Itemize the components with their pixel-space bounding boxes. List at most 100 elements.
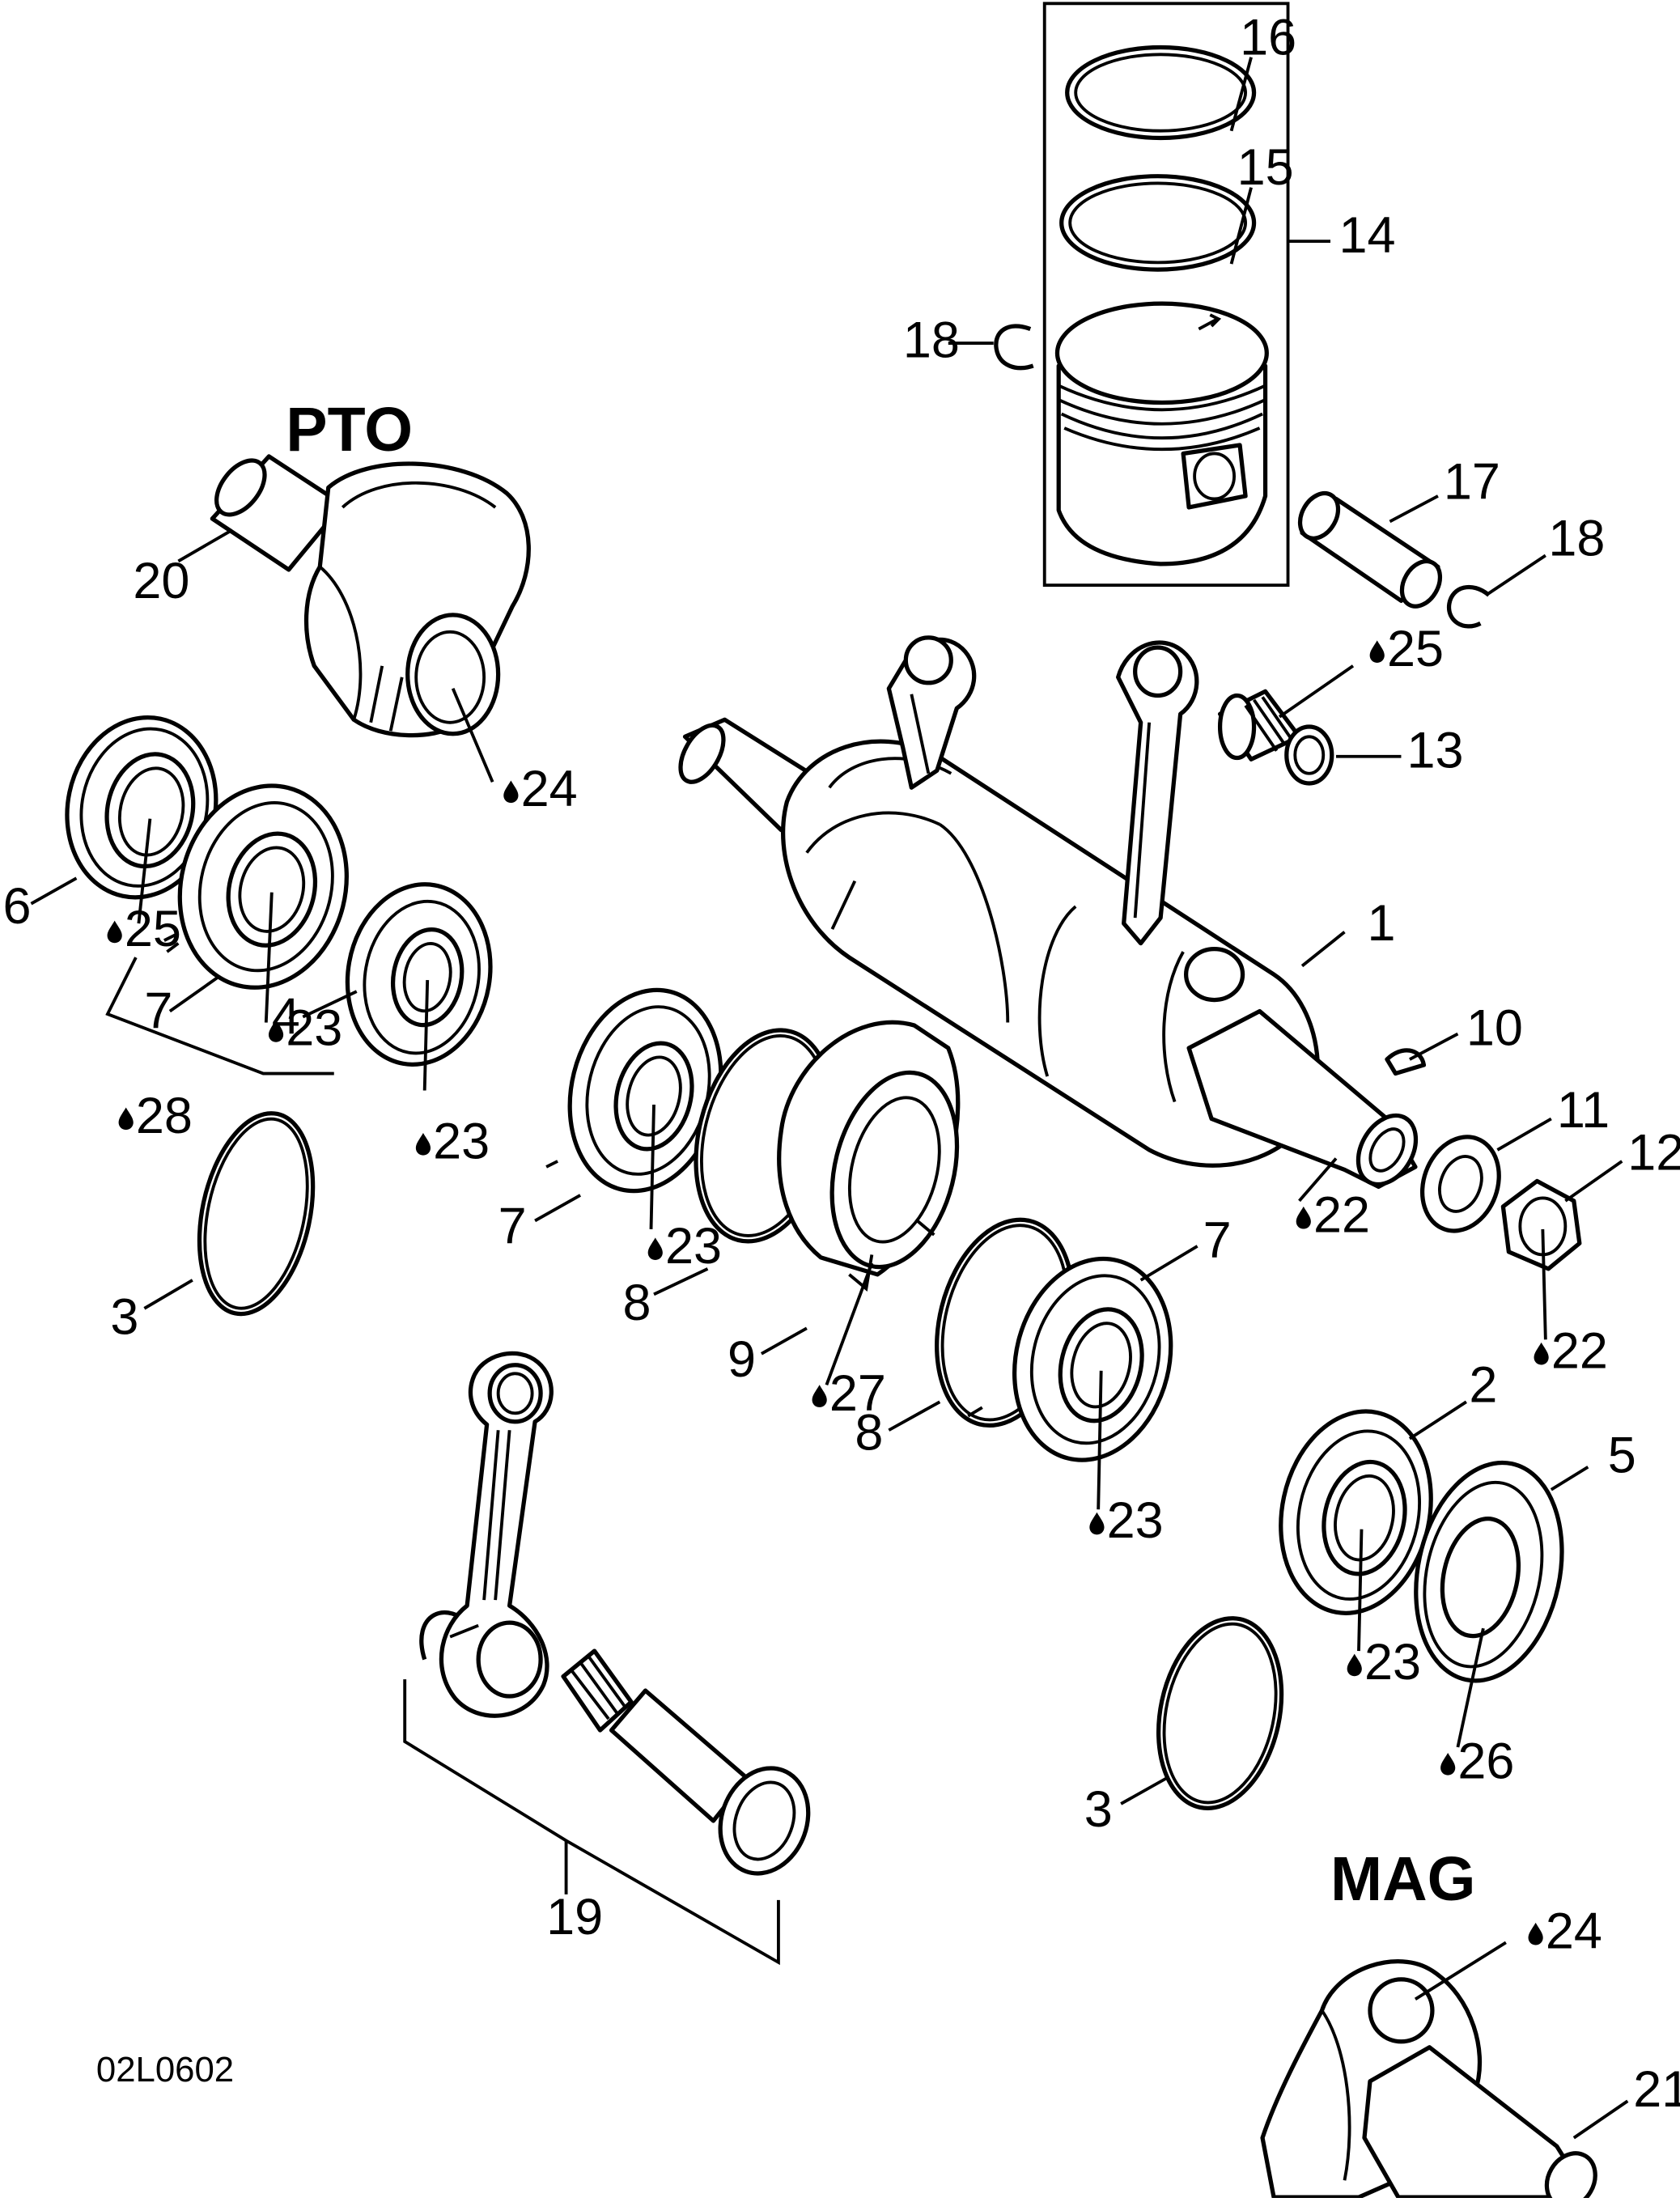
callout-c4: 4: [272, 989, 300, 1046]
piston-pin: [1297, 491, 1443, 609]
ball-bearing-7-right: [967, 1256, 1173, 1462]
callout-number: 23: [1364, 1634, 1421, 1691]
callout-c18b: 18: [1548, 510, 1605, 566]
callout-number: 23: [433, 1113, 490, 1169]
leader-lines: [30, 57, 1629, 2140]
callout-c25a: 25: [1369, 621, 1444, 677]
oil-drop-icon: [1296, 1206, 1311, 1229]
callout-c27: 27: [812, 1365, 886, 1422]
callout-number: 23: [665, 1218, 722, 1275]
callout-c26: 26: [1440, 1733, 1514, 1789]
callout-number: 7: [144, 983, 172, 1040]
callout-c21: 21: [1633, 2061, 1680, 2118]
callout-number: 19: [546, 1889, 603, 1945]
callout-number: 23: [286, 1000, 342, 1057]
oil-seal-5: [1414, 1460, 1564, 1683]
callout-number: 24: [1546, 1903, 1602, 1959]
callout-c19: 19: [546, 1889, 603, 1945]
oil-drop-icon: [503, 780, 519, 804]
ball-bearing-2: [1279, 1409, 1433, 1615]
oil-drop-icon: [1528, 1922, 1543, 1945]
lock-washer: [1419, 1135, 1501, 1233]
callout-number: 27: [829, 1365, 886, 1422]
callout-c13: 13: [1406, 723, 1463, 779]
oil-drop-icon: [107, 920, 122, 944]
piston-kit-frame: [1042, 2, 1290, 588]
callout-c28: 28: [118, 1088, 193, 1144]
callout-number: 2: [1469, 1356, 1497, 1413]
callout-number: 25: [125, 901, 181, 957]
figure-code: 02L0602: [96, 2050, 234, 2090]
callout-c12: 12: [1627, 1124, 1680, 1181]
oil-drop-icon: [1369, 640, 1385, 663]
callout-c22a: 22: [1296, 1186, 1370, 1243]
callout-number: 3: [1084, 1781, 1113, 1838]
callout-number: 7: [498, 1198, 527, 1254]
callout-number: 14: [1339, 207, 1396, 264]
oil-drop-icon: [1440, 1753, 1456, 1776]
callout-number: 21: [1633, 2061, 1680, 2118]
callout-c23b: 23: [415, 1113, 490, 1169]
callout-number: 8: [623, 1275, 651, 1331]
callout-c2: 2: [1469, 1356, 1497, 1413]
crankshaft-nut: [1500, 1178, 1582, 1271]
callout-number: 4: [272, 989, 300, 1046]
callout-number: 17: [1444, 453, 1500, 510]
pto-title: PTO: [286, 395, 413, 465]
oil-seal-6: [65, 715, 218, 900]
callout-number: 8: [855, 1405, 883, 1462]
piston: [1054, 301, 1269, 566]
mag-crank-half: [1260, 1959, 1597, 2202]
callout-number: 1: [1367, 895, 1395, 952]
callout-number: 25: [1387, 621, 1444, 677]
callout-c1: 1: [1367, 895, 1395, 952]
callout-c5: 5: [1608, 1428, 1636, 1484]
callout-c15: 15: [1237, 139, 1294, 196]
callout-c8b: 8: [855, 1405, 883, 1462]
roller-bearing-9: [777, 1020, 961, 1292]
callout-number: 22: [1551, 1322, 1608, 1379]
callout-number: 20: [133, 553, 189, 609]
callout-number: 12: [1627, 1124, 1680, 1181]
ball-bearing-7-left: [163, 783, 349, 990]
oil-drop-icon: [647, 1237, 663, 1261]
mag-title: MAG: [1330, 1844, 1476, 1914]
callout-c3b: 3: [1084, 1781, 1113, 1838]
callout-c23a: 23: [268, 1000, 342, 1057]
callout-number: 13: [1406, 723, 1463, 779]
o-ring-3-left: [197, 1111, 316, 1317]
callout-c17: 17: [1444, 453, 1500, 510]
callout-number: 22: [1313, 1186, 1370, 1243]
callout-c24b: 24: [1528, 1903, 1602, 1959]
connecting-rod-kit: [419, 1351, 811, 1876]
callout-number: 26: [1457, 1733, 1514, 1789]
callout-number: 28: [136, 1088, 193, 1144]
oil-drop-icon: [812, 1385, 827, 1407]
callout-number: 7: [1203, 1212, 1232, 1269]
piston-assembly: [994, 2, 1290, 588]
callout-c22b: 22: [1534, 1322, 1608, 1379]
callout-c6: 6: [2, 878, 31, 935]
ball-bearing-4: [345, 882, 493, 1067]
circlip-18-left: [994, 324, 1034, 371]
o-ring-3-right: [1156, 1616, 1284, 1810]
callout-c23e: 23: [1347, 1634, 1421, 1691]
callout-c7a: 7: [144, 983, 172, 1040]
oil-drop-icon: [415, 1132, 431, 1156]
callout-number: 23: [1107, 1492, 1164, 1549]
callout-c20: 20: [133, 553, 189, 609]
callout-number: 10: [1466, 1000, 1523, 1057]
callout-number: 3: [110, 1288, 138, 1345]
pto-crank-half: [210, 454, 531, 738]
callout-c3a: 3: [110, 1288, 138, 1345]
callout-c8a: 8: [623, 1275, 651, 1331]
callout-number: 5: [1608, 1428, 1636, 1484]
thrust-washer-13: [1284, 724, 1334, 786]
callout-c24a: 24: [503, 761, 578, 817]
callout-number: 18: [903, 312, 960, 369]
callout-number: 6: [2, 878, 31, 935]
callout-c23c: 23: [647, 1218, 722, 1275]
callout-c7c: 7: [1203, 1212, 1232, 1269]
